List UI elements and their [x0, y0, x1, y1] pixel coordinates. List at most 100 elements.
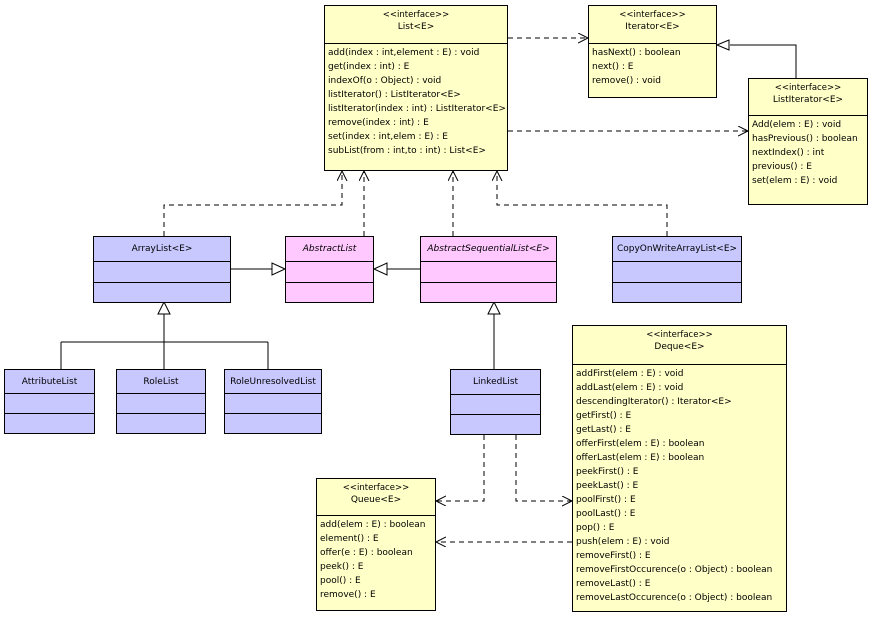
rolelist-class-box[interactable]: RoleList — [116, 369, 206, 434]
abstractlist-header: AbstractList — [286, 237, 373, 262]
operation: remove() : void — [592, 76, 661, 86]
operation: peek() : E — [320, 562, 364, 572]
operation: set(elem : E) : void — [752, 176, 838, 186]
roleunresolvedlist-header: RoleUnresolvedList — [225, 370, 321, 394]
operation: getLast() : E — [576, 425, 631, 435]
attributes-section — [117, 394, 205, 414]
edge-linkedlist-queue — [436, 435, 485, 501]
copyonwritearraylist-header: CopyOnWriteArrayList<E> — [613, 237, 741, 262]
attributes-section — [94, 262, 230, 283]
operation: add(index : int,element : E) : void — [328, 48, 480, 58]
operation: offer(e : E) : boolean — [320, 548, 413, 558]
operation: removeLast() : E — [576, 579, 651, 589]
operation: add(elem : E) : boolean — [320, 520, 426, 530]
operation: indexOf(o : Object) : void — [328, 76, 442, 86]
iterator-name: Iterator<E> — [625, 22, 680, 32]
edge-arraylist-list — [163, 171, 342, 236]
operation: Add(elem : E) : void — [752, 120, 842, 130]
operation: pool() : E — [320, 576, 361, 586]
attributes-section — [286, 262, 373, 283]
operation: pop() : E — [576, 523, 615, 533]
abstractsequentiallist-header: AbstractSequentialList<E> — [421, 237, 556, 262]
copyonwritearraylist-class-box[interactable]: CopyOnWriteArrayList<E> — [612, 236, 742, 303]
deque-operations: addFirst(elem : E) : void addLast(elem :… — [573, 365, 786, 607]
operation: removeLastOccurence(o : Object) : boolea… — [576, 593, 773, 603]
operation: nextIndex() : int — [752, 148, 825, 158]
abstractlist-class-box[interactable]: AbstractList — [285, 236, 374, 303]
attributelist-name: AttributeList — [21, 376, 78, 387]
linkedlist-class-box[interactable]: LinkedList — [450, 369, 541, 435]
arraylist-name: ArrayList<E> — [131, 244, 193, 254]
gen-triangle-abstractlist-2 — [372, 262, 388, 276]
deque-name: Deque<E> — [654, 342, 705, 352]
gen-triangle-abstractlist — [271, 262, 287, 276]
linkedlist-name: LinkedList — [472, 377, 519, 387]
operation: push(elem : E) : void — [576, 537, 670, 547]
operation: addFirst(elem : E) : void — [576, 369, 684, 379]
gen-triangle-iterator — [715, 39, 730, 51]
operation: element() : E — [320, 534, 379, 544]
arraylist-class-box[interactable]: ArrayList<E> — [93, 236, 231, 303]
operation: subList(from : int,to : int) : List<E> — [328, 146, 486, 156]
roleunresolvedlist-class-box[interactable]: RoleUnresolvedList — [224, 369, 322, 434]
edge-linkedlist-deque — [515, 435, 572, 501]
gen-triangle-abstractseq — [487, 300, 501, 315]
queue-interface-box[interactable]: <<interface>> Queue<E> add(elem : E) : b… — [316, 478, 436, 611]
operation: offerLast(elem : E) : boolean — [576, 453, 705, 463]
attributes-section — [225, 394, 321, 414]
abstractlist-name: AbstractList — [302, 244, 357, 254]
iterator-header: <<interface>> Iterator<E> — [589, 6, 716, 44]
operation: previous() : E — [752, 162, 812, 172]
stereotype-label: <<interface>> — [774, 83, 842, 93]
list-operations: add(index : int,element : E) : void get(… — [325, 44, 507, 160]
iterator-operations: hasNext() : boolean next() : E remove() … — [589, 44, 716, 90]
listiterator-name: ListIterator<E> — [772, 95, 844, 105]
operation: descendingIterator() : Iterator<E> — [576, 397, 732, 407]
operation: removeFirst() : E — [576, 551, 651, 561]
attributes-section — [613, 262, 741, 283]
operation: getFirst() : E — [576, 411, 632, 421]
operation: hasPrevious() : boolean — [752, 134, 858, 144]
attributes-section — [5, 394, 94, 414]
attributelist-header: AttributeList — [5, 370, 94, 394]
operation: offerFirst(elem : E) : boolean — [576, 439, 705, 449]
operation: remove(index : int) : E — [328, 118, 429, 128]
listiterator-interface-box[interactable]: <<interface>> ListIterator<E> Add(elem :… — [748, 78, 868, 205]
operation: remove() : E — [320, 590, 376, 600]
queue-name: Queue<E> — [350, 495, 402, 505]
queue-operations: add(elem : E) : boolean element() : E of… — [317, 516, 435, 604]
operation: listIterator(index : int) : ListIterator… — [328, 104, 506, 114]
stereotype-label: <<interface>> — [646, 330, 713, 340]
list-interface-box[interactable]: <<interface>> List<E> add(index : int,el… — [324, 5, 508, 171]
rolelist-header: RoleList — [117, 370, 205, 394]
operation: get(index : int) : E — [328, 62, 410, 72]
rolelist-name: RoleList — [143, 376, 179, 387]
stereotype-label: <<interface>> — [619, 10, 686, 20]
operation: poolLast() : E — [576, 509, 636, 519]
linkedlist-header: LinkedList — [451, 370, 540, 395]
deque-header: <<interface>> Deque<E> — [573, 326, 786, 365]
operation: addLast(elem : E) : void — [576, 383, 684, 393]
operation: set(index : int,elem : E) : E — [328, 132, 448, 142]
attributes-section — [421, 262, 556, 283]
edge-listiterator-iterator — [730, 44, 797, 78]
list-header: <<interface>> List<E> — [325, 6, 507, 44]
iterator-interface-box[interactable]: <<interface>> Iterator<E> hasNext() : bo… — [588, 5, 717, 98]
attributelist-class-box[interactable]: AttributeList — [4, 369, 95, 434]
operation: next() : E — [592, 62, 634, 72]
operation: removeFirstOccurence(o : Object) : boole… — [576, 565, 773, 575]
operation: poolFirst() : E — [576, 495, 636, 505]
stereotype-label: <<interface>> — [382, 10, 450, 20]
roleunresolvedlist-name: RoleUnresolvedList — [230, 376, 316, 387]
listiterator-operations: Add(elem : E) : void hasPrevious() : boo… — [749, 116, 867, 190]
abstractsequentiallist-name: AbstractSequentialList<E> — [427, 244, 550, 254]
queue-header: <<interface>> Queue<E> — [317, 479, 435, 516]
copyonwritearraylist-name: CopyOnWriteArrayList<E> — [616, 244, 738, 254]
abstractsequentiallist-class-box[interactable]: AbstractSequentialList<E> — [420, 236, 557, 303]
attributes-section — [451, 395, 540, 415]
deque-interface-box[interactable]: <<interface>> Deque<E> addFirst(elem : E… — [572, 325, 787, 612]
edge-arraylist-subclasses — [60, 314, 269, 369]
operation: peekFirst() : E — [576, 467, 639, 477]
operation: hasNext() : boolean — [592, 48, 681, 58]
